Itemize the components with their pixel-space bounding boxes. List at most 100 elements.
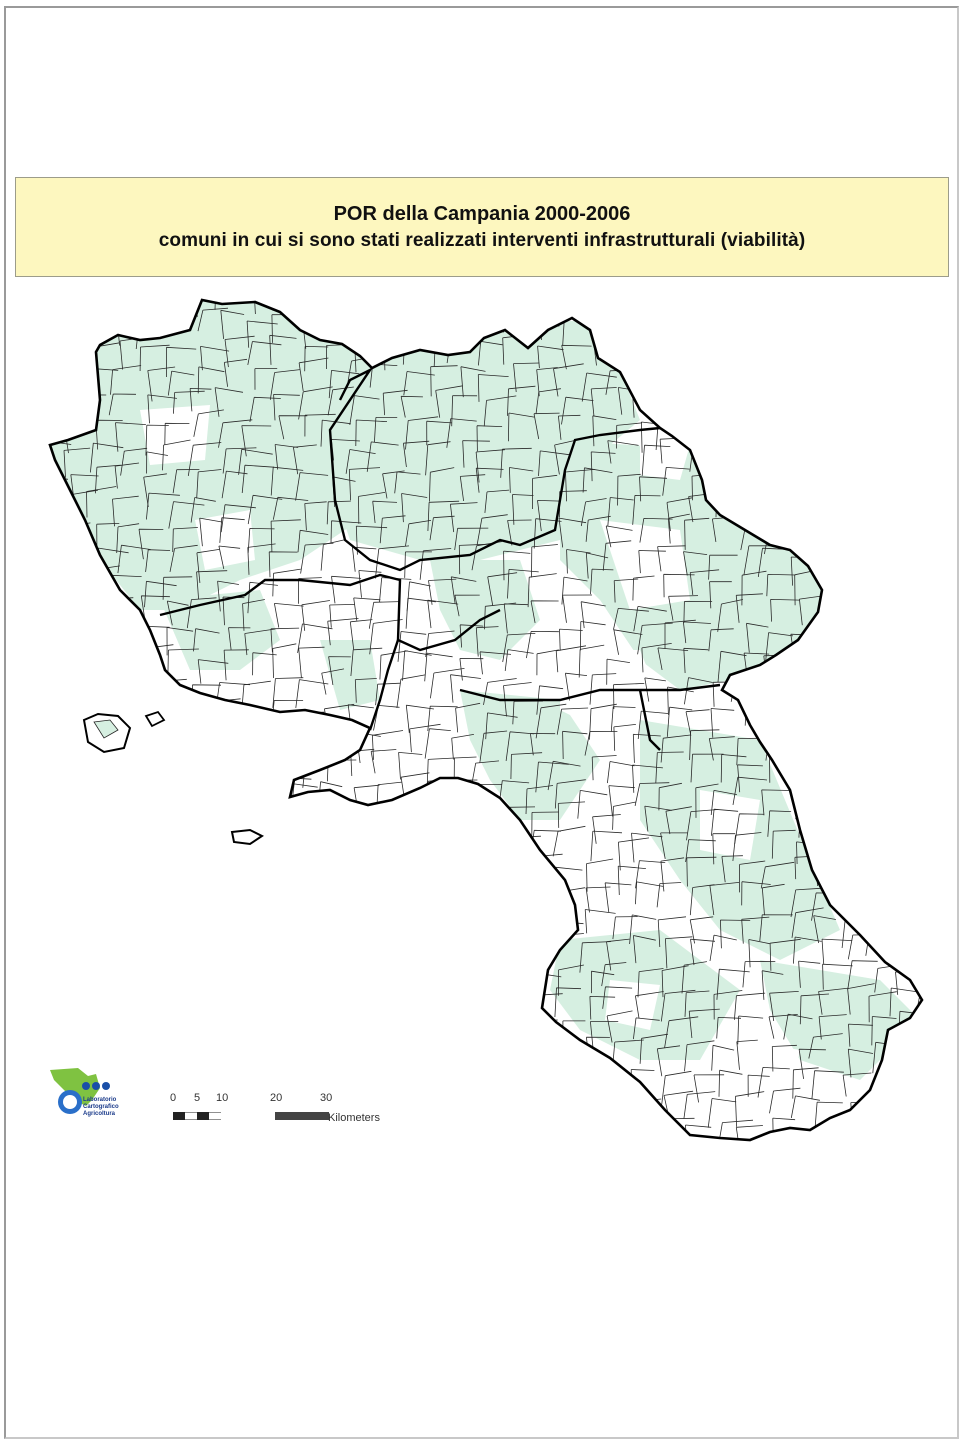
municipal-boundary-line xyxy=(683,300,717,319)
municipal-boundary-line xyxy=(327,992,355,1021)
municipal-boundary-line xyxy=(872,496,903,526)
municipal-boundary-line xyxy=(242,599,265,631)
municipal-boundary-line xyxy=(766,574,796,597)
municipal-boundary-line xyxy=(666,497,693,532)
municipal-boundary-line xyxy=(684,1040,715,1072)
municipal-boundary-line xyxy=(683,601,713,623)
municipal-boundary-line xyxy=(69,626,100,650)
municipal-boundary-line xyxy=(550,1128,579,1140)
municipal-boundary-line xyxy=(759,914,793,942)
municipal-boundary-line xyxy=(923,960,945,986)
municipal-boundary-line xyxy=(769,938,801,971)
municipal-boundary-line xyxy=(245,887,273,916)
municipal-boundary-line xyxy=(816,337,840,367)
municipal-boundary-line xyxy=(798,807,826,838)
municipal-boundary-line xyxy=(769,1087,801,1114)
municipal-boundary-line xyxy=(168,814,202,840)
municipal-boundary-line xyxy=(734,992,766,1020)
municipal-boundary-line xyxy=(323,315,356,338)
municipal-boundary-line xyxy=(927,832,961,854)
municipal-boundary-line xyxy=(269,334,297,365)
municipal-boundary-line xyxy=(479,958,515,983)
municipal-boundary-line xyxy=(811,1070,844,1100)
municipal-boundary-line xyxy=(86,486,117,518)
laboratorio-logo xyxy=(50,1068,110,1114)
municipal-boundary-line xyxy=(120,960,144,991)
municipal-boundary-line xyxy=(380,810,402,839)
municipal-boundary-line xyxy=(632,733,661,763)
municipal-boundary-line xyxy=(445,833,482,868)
municipal-boundary-line xyxy=(555,645,587,673)
municipal-boundary-line xyxy=(556,707,589,735)
municipal-boundary-line xyxy=(616,422,642,449)
municipal-boundary-line xyxy=(823,575,853,602)
municipal-boundary-line xyxy=(888,856,920,884)
municipal-boundary-line xyxy=(842,863,873,891)
municipal-boundary-line xyxy=(683,621,711,644)
municipal-boundary-line xyxy=(741,916,770,944)
municipal-boundary-line xyxy=(791,907,824,938)
municipal-boundary-line xyxy=(321,668,345,695)
region-outline xyxy=(48,298,924,1142)
municipal-boundary-line xyxy=(586,858,614,892)
municipal-boundary-line xyxy=(897,1139,922,1140)
municipal-boundary-line xyxy=(352,993,381,1024)
municipal-boundary-line xyxy=(397,1048,427,1072)
municipal-boundary-line xyxy=(825,545,850,573)
municipal-boundary-line xyxy=(371,1067,398,1097)
municipal-boundary-line xyxy=(718,1069,743,1097)
municipal-boundary-line xyxy=(918,1126,922,1140)
municipal-boundary-line xyxy=(190,497,216,523)
municipal-boundary-line xyxy=(247,543,276,575)
municipal-boundary-line xyxy=(532,474,558,509)
municipal-boundary-line xyxy=(578,644,605,678)
municipal-boundary-line xyxy=(589,673,617,705)
municipal-boundary-line xyxy=(201,1150,225,1160)
municipal-boundary-line xyxy=(272,643,297,679)
municipal-boundary-line xyxy=(684,517,710,550)
municipal-boundary-line xyxy=(921,937,922,967)
municipal-boundary-line xyxy=(554,439,577,475)
municipal-boundary-line xyxy=(711,476,740,505)
municipal-boundary-line xyxy=(657,545,686,572)
municipal-boundary-line xyxy=(637,968,664,998)
municipal-boundary-line xyxy=(62,789,89,812)
municipal-boundary-line xyxy=(475,864,498,899)
municipal-boundary-line xyxy=(766,499,789,528)
municipal-boundary-line xyxy=(538,450,571,477)
municipal-boundary-line xyxy=(876,1067,902,1097)
municipal-boundary-line xyxy=(720,319,750,344)
municipal-boundary-line xyxy=(275,1064,302,1088)
municipal-boundary-line xyxy=(610,706,636,732)
municipal-boundary-line xyxy=(220,309,245,339)
municipal-boundary-line xyxy=(146,451,168,474)
municipal-boundary-line xyxy=(508,412,535,442)
municipal-boundary-line xyxy=(528,1120,555,1140)
municipal-boundary-line xyxy=(744,300,769,320)
municipal-boundary-line xyxy=(666,341,695,364)
municipal-boundary-line xyxy=(639,1033,669,1064)
municipal-boundary-line xyxy=(144,580,177,608)
municipal-boundary-line xyxy=(56,601,87,626)
municipal-boundary-line xyxy=(840,523,872,558)
municipal-boundary-line xyxy=(352,546,377,572)
municipal-boundary-line xyxy=(928,473,958,501)
municipal-boundary-line xyxy=(90,829,116,853)
municipal-boundary-line xyxy=(793,936,822,964)
map-title-box: POR della Campania 2000-2006 comuni in c… xyxy=(15,177,949,277)
municipal-boundary-line xyxy=(718,393,747,417)
municipal-boundary-line xyxy=(115,630,148,659)
municipal-boundary-line xyxy=(842,841,869,868)
municipal-boundary-line xyxy=(821,938,853,964)
municipal-boundary-line xyxy=(457,1145,482,1161)
municipal-boundary-line xyxy=(298,711,325,743)
province-boundaries xyxy=(159,366,721,751)
municipal-boundary-line xyxy=(709,581,732,609)
municipal-boundary-line xyxy=(273,907,306,936)
municipal-boundary-line xyxy=(475,449,505,483)
municipal-boundary-line xyxy=(350,647,383,677)
municipal-boundary-line xyxy=(737,448,769,473)
municipal-boundary-line xyxy=(875,1123,905,1140)
municipal-boundary-line xyxy=(789,1145,816,1160)
municipal-boundary-line xyxy=(64,318,91,351)
